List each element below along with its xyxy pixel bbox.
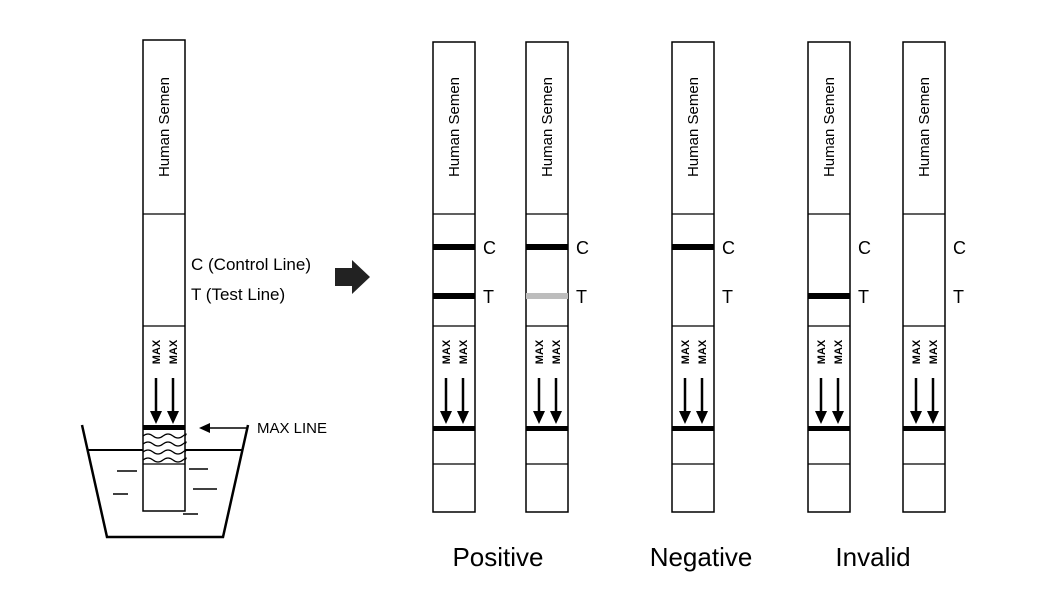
test-letter: T — [953, 287, 964, 307]
max-line-label: MAX LINE — [257, 420, 327, 437]
legend-test: T (Test Line) — [191, 285, 285, 304]
arrow-down-icon — [440, 411, 452, 424]
arrow-down-icon — [815, 411, 827, 424]
test-letter: T — [576, 287, 587, 307]
test-letter: T — [722, 287, 733, 307]
dip-illustration: Human Semen MAX MAX MAX LINE C (Co — [80, 39, 370, 539]
strip-brand-label: Human Semen — [539, 77, 556, 177]
strip-body — [902, 41, 946, 513]
max-marker: MAX — [168, 339, 180, 364]
strip-body — [671, 41, 715, 513]
max-line — [143, 425, 185, 430]
control-letter: C — [858, 238, 871, 258]
max-marker: MAX — [833, 339, 845, 364]
test-letter: T — [858, 287, 869, 307]
arrow-down-icon — [832, 411, 844, 424]
result-label-positive: Positive — [452, 542, 543, 572]
dip-strip-max-markers: MAX MAX — [150, 339, 180, 424]
max-line — [433, 426, 475, 431]
arrow-down-icon — [167, 411, 179, 424]
max-line — [672, 426, 714, 431]
strip-brand-label: Human Semen — [916, 77, 933, 177]
max-marker: MAX — [458, 339, 470, 364]
max-line — [808, 426, 850, 431]
strip-brand-label: Human Semen — [446, 77, 463, 177]
control-line — [672, 244, 714, 250]
max-line — [526, 426, 568, 431]
arrow-down-icon — [150, 411, 162, 424]
max-line-callout: MAX LINE — [199, 420, 327, 437]
test-line — [808, 293, 850, 299]
sample-cup — [80, 424, 250, 539]
strip-brand-label: Human Semen — [821, 77, 838, 177]
arrow-down-icon — [533, 411, 545, 424]
arrow-right-icon — [335, 260, 370, 294]
max-marker: MAX — [680, 339, 692, 364]
strip-body — [432, 41, 476, 513]
control-letter: C — [953, 238, 966, 258]
max-marker: MAX — [551, 339, 563, 364]
dipping-strip: Human Semen MAX MAX — [142, 39, 187, 512]
max-marker: MAX — [697, 339, 709, 364]
control-letter: C — [722, 238, 735, 258]
test-letter: T — [483, 287, 494, 307]
max-marker: MAX — [816, 339, 828, 364]
line-legend: C (Control Line) T (Test Line) — [191, 255, 311, 304]
control-letter: C — [483, 238, 496, 258]
max-line — [903, 426, 945, 431]
arrow-down-icon — [927, 411, 939, 424]
arrow-down-icon — [696, 411, 708, 424]
arrow-down-icon — [679, 411, 691, 424]
result-label-invalid: Invalid — [835, 542, 910, 572]
control-letter: C — [576, 238, 589, 258]
legend-control: C (Control Line) — [191, 255, 311, 274]
arrow-down-icon — [910, 411, 922, 424]
strip-body — [807, 41, 851, 513]
arrow-down-icon — [550, 411, 562, 424]
max-marker: MAX — [911, 339, 923, 364]
strip-brand-label: Human Semen — [685, 77, 702, 177]
arrow-down-icon — [457, 411, 469, 424]
dip-strip-brand: Human Semen — [156, 77, 173, 177]
max-marker: MAX — [441, 339, 453, 364]
control-line — [433, 244, 475, 250]
max-marker: MAX — [928, 339, 940, 364]
test-line — [526, 293, 568, 299]
arrow-left-icon — [199, 423, 210, 433]
max-marker: MAX — [534, 339, 546, 364]
control-line — [526, 244, 568, 250]
max-marker: MAX — [151, 339, 163, 364]
strip-body — [525, 41, 569, 513]
test-line — [433, 293, 475, 299]
result-label-negative: Negative — [650, 542, 753, 572]
